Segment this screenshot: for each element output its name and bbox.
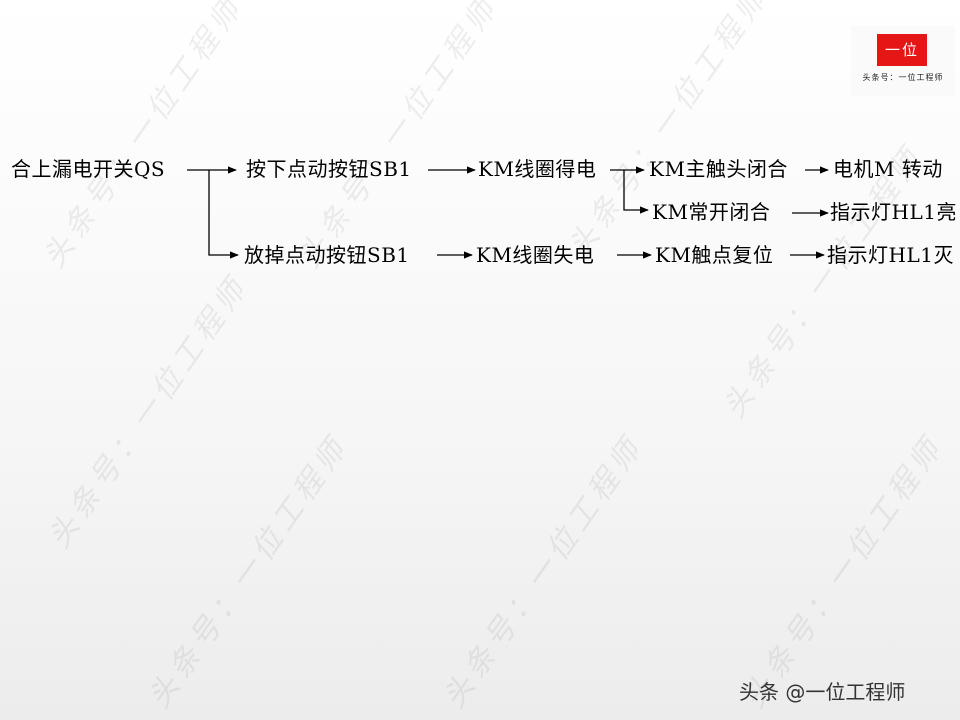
watermark-text: 头条号：一位工程师 [436, 429, 652, 715]
node-coil-deenergized: KM线圈失电 [476, 243, 595, 267]
node-close-qs: 合上漏电开关QS [11, 157, 166, 181]
node-lamp-on: 指示灯HL1亮 [830, 200, 957, 224]
watermark-text: 头条号：一位工程师 [736, 429, 952, 715]
watermark-text: 头条号：一位工程师 [561, 0, 777, 265]
edge-start-release [208, 170, 239, 259]
edge-coil-no [623, 170, 649, 214]
node-release-sb1: 放掉点动按钮SB1 [244, 243, 410, 267]
node-press-sb1: 按下点动按钮SB1 [246, 157, 412, 181]
footer-credit: 头条 @一位工程师 [739, 680, 906, 704]
node-contacts-reset: KM触点复位 [655, 243, 774, 267]
watermark-text: 头条号：一位工程师 [41, 269, 257, 555]
logo-caption: 头条号：一位工程师 [862, 73, 944, 82]
watermark-text: 头条号：一位工程师 [36, 0, 252, 275]
brand-logo: 一位 头条号：一位工程师 [851, 26, 955, 96]
watermark-text: 头条号：一位工程师 [291, 0, 507, 275]
watermark-text: 头条号：一位工程师 [141, 429, 357, 715]
node-main-contacts-close: KM主触头闭合 [649, 157, 788, 181]
node-no-contact-close: KM常开闭合 [652, 200, 771, 224]
logo-mark: 一位 [877, 34, 927, 66]
node-motor-runs: 电机M 转动 [833, 157, 943, 181]
node-lamp-off: 指示灯HL1灭 [827, 243, 954, 267]
node-coil-energized: KM线圈得电 [478, 157, 597, 181]
